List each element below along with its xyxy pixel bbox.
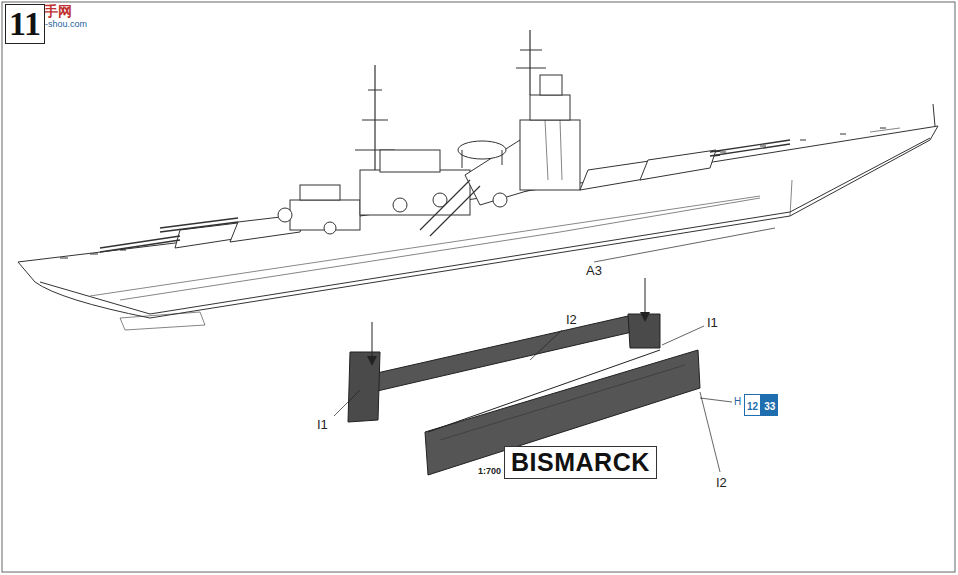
step-number-text: 11 bbox=[9, 7, 41, 41]
step-number: 11 bbox=[5, 4, 45, 44]
nameplate-text: 1:700 bbox=[478, 467, 501, 476]
part-number: A3 bbox=[586, 264, 602, 277]
part-number: I1 bbox=[317, 418, 328, 431]
nameplate-text: BISMARCK bbox=[504, 446, 657, 479]
paint-code-box-text: 33 bbox=[764, 402, 775, 412]
paint-code: H bbox=[734, 397, 741, 407]
part-number: I1 bbox=[707, 316, 718, 329]
paint-code-box-text: 12 bbox=[747, 402, 758, 412]
part-number: I2 bbox=[716, 476, 727, 489]
paint-code-box: 33 bbox=[761, 394, 778, 416]
nameplate: 1:700BISMARCK bbox=[478, 446, 657, 479]
paint-code-box: 12 bbox=[744, 394, 761, 416]
part-number: I2 bbox=[566, 313, 577, 326]
